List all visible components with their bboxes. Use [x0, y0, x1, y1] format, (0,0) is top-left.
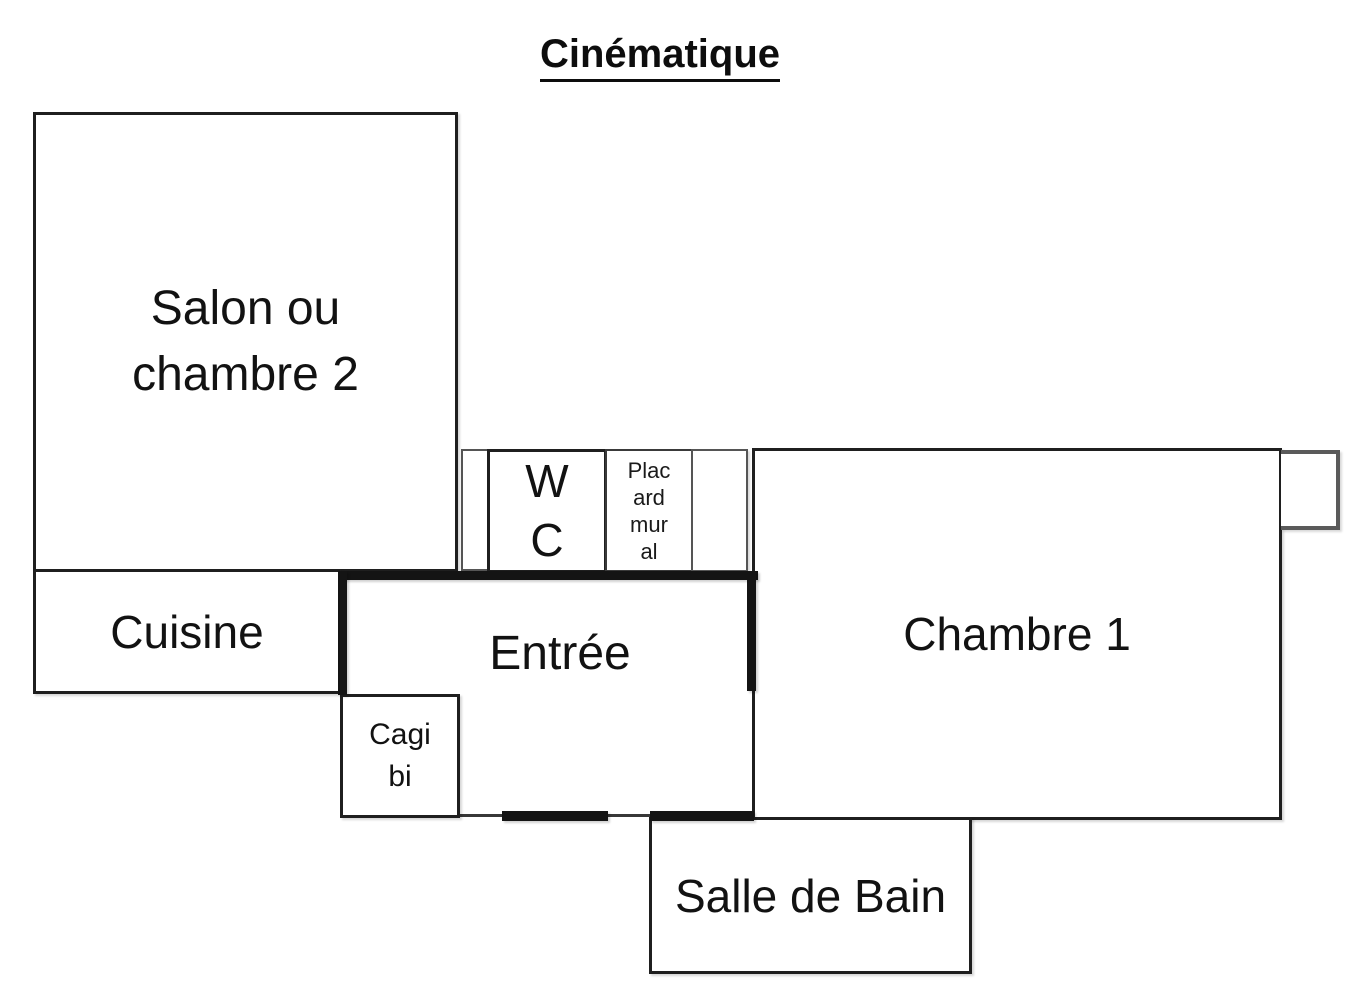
room-placard-label-line1: Plac: [627, 457, 671, 483]
entree-right-wall: [747, 571, 756, 691]
wall-recess-left-of-wc: [461, 449, 489, 571]
room-placard-label-line4: al: [640, 538, 658, 564]
plan-title-text: Cinématique: [539, 32, 781, 82]
room-placard-label-line3: mur: [630, 511, 668, 537]
room-wc: W C: [487, 449, 607, 573]
room-placard-label-line2: ard: [633, 484, 665, 510]
entree-top-wall: [338, 571, 758, 580]
room-salon-label-line2: chambre 2: [132, 348, 359, 401]
room-wc-label-line1: W: [525, 455, 569, 507]
room-salon-chambre2: Salon ou chambre 2: [33, 112, 458, 572]
room-cuisine: Cuisine: [33, 569, 341, 694]
entree-bottom-wall-left-segment: [502, 811, 608, 821]
room-cagibi-label-line1: Cagi: [369, 718, 431, 751]
room-chambre1: Chambre 1: [752, 448, 1282, 820]
room-wc-label-line2: C: [530, 514, 564, 566]
entree-bottom-wall-right-segment: [650, 811, 754, 821]
plan-title: Cinématique: [450, 32, 870, 82]
entree-left-wall: [338, 571, 347, 695]
room-cagibi-label-line2: bi: [388, 760, 412, 793]
room-entree-label: Entrée: [489, 627, 631, 680]
room-cuisine-label: Cuisine: [110, 605, 264, 658]
room-placard-mural: Plac ard mur al: [605, 449, 693, 572]
room-salle-de-bain-label: Salle de Bain: [674, 869, 947, 922]
room-salle-de-bain: Salle de Bain: [649, 817, 972, 974]
room-salon-label-line1: Salon ou: [150, 282, 341, 335]
room-chambre1-label: Chambre 1: [903, 608, 1131, 660]
chambre1-right-notch: [1281, 450, 1340, 530]
room-cagibi: Cagi bi: [340, 694, 460, 818]
wall-recess-right-of-placard: [691, 449, 748, 572]
